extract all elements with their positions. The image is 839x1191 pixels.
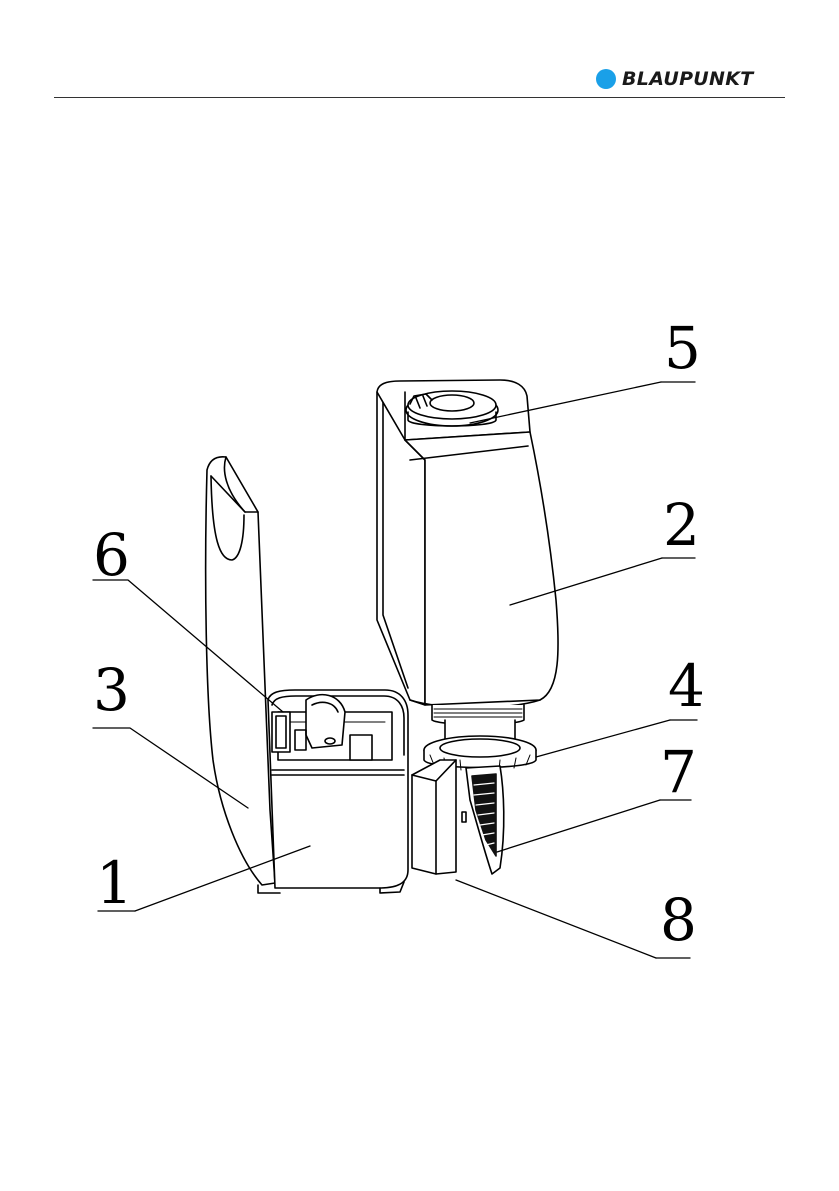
callout-7: 7 (660, 738, 697, 806)
callout-8: 8 (660, 886, 697, 954)
callout-1: 1 (96, 849, 133, 917)
callout-6: 6 (93, 521, 130, 589)
tank-cap (406, 391, 498, 426)
water-tank (377, 380, 558, 708)
callout-4: 4 (668, 652, 705, 720)
callout-5: 5 (664, 314, 701, 382)
callout-3: 3 (93, 656, 130, 724)
callout-2: 2 (663, 491, 700, 559)
filter-mesh (462, 766, 504, 874)
sponge-pad (412, 760, 456, 874)
